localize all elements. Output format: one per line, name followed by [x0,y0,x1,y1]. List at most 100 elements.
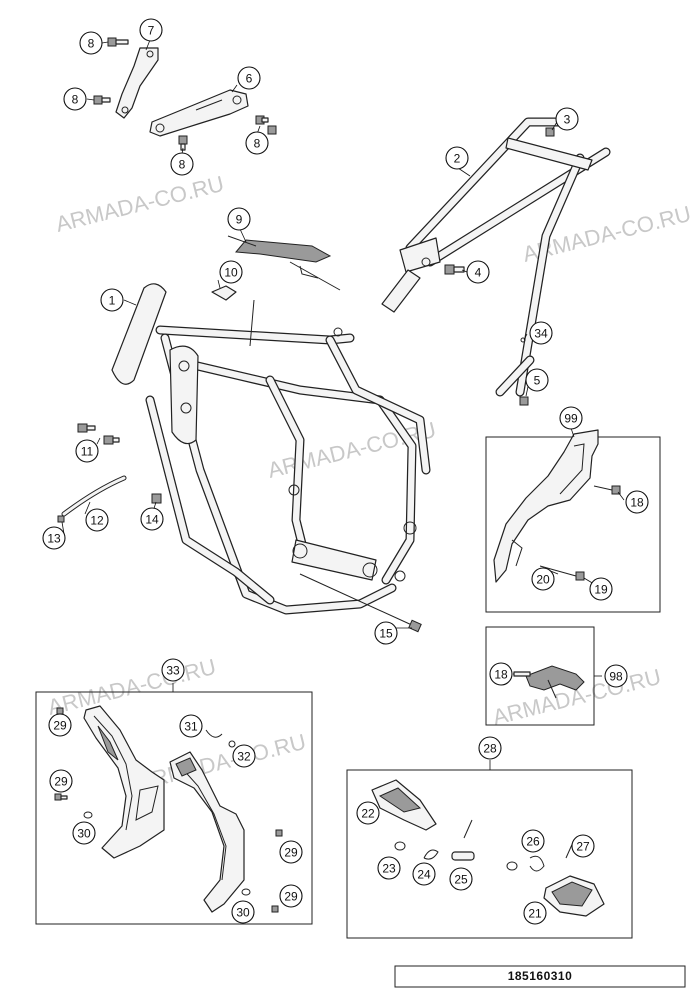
callout-29: 29 [279,840,303,864]
clip-10 [211,285,237,301]
callout-label: 33 [166,664,180,678]
bracket-9 [227,235,341,291]
frame-guard-left [83,705,165,859]
callout-label: 31 [184,720,198,734]
callout-label: 12 [90,514,104,528]
callout-circle [604,664,628,688]
callout-34: 34 [529,321,553,345]
callout-circle [100,288,124,312]
callout-label: 13 [47,532,61,546]
callout-30: 30 [231,900,255,924]
callout-circle [589,577,613,601]
callout-circle [72,821,96,845]
callout-31: 31 [179,714,203,738]
callout-circle [559,406,583,430]
callout-circle [374,621,398,645]
callout-circle [466,260,490,284]
screw-5 [519,396,529,406]
callout-label: 25 [454,873,468,887]
callout-circle [79,31,103,55]
callout-2: 2 [445,146,469,170]
nut-14 [151,493,162,504]
callout-circle [529,321,553,345]
callout-label: 15 [379,627,393,641]
callout-18: 18 [489,662,513,686]
callout-13: 13 [42,526,66,550]
callout-22: 22 [356,801,380,825]
callout-8: 8 [170,152,194,176]
callout-circle [356,801,380,825]
callout-label: 29 [284,890,298,904]
screw-4 [444,264,465,275]
frame-guard-right [169,751,245,913]
callout-circle [140,507,164,531]
callout-circle [412,862,436,886]
callout-circle [75,439,99,463]
callout-circle [231,900,255,924]
callout-label: 8 [72,93,79,107]
bracket-6 [149,89,249,137]
frame-1 [111,283,431,615]
box-33 [35,691,313,925]
callout-8: 8 [245,131,269,155]
footrest-21 [543,875,605,917]
callout-label: 1 [109,294,116,308]
callout-label: 6 [246,72,253,86]
footrest-hardware [394,819,575,872]
callout-label: 27 [576,840,590,854]
callout-29: 29 [48,713,72,737]
callout-19: 19 [589,577,613,601]
watermark: ARMADA-CO.RU [45,654,218,720]
callout-26: 26 [521,829,545,853]
callout-circle [85,508,109,532]
callout-99: 99 [559,406,583,430]
callout-23: 23 [377,856,401,880]
callout-label: 8 [88,37,95,51]
footrest-22 [371,779,437,831]
callout-circle [245,131,269,155]
box-28 [346,769,633,939]
callout-circle [571,834,595,858]
callout-circle [63,87,87,111]
callout-circle [279,840,303,864]
callout-10: 10 [219,260,243,284]
callout-15: 15 [374,621,398,645]
screw-8 [93,37,277,151]
callout-33: 33 [161,658,185,682]
callout-circle [219,260,243,284]
callout-12: 12 [85,508,109,532]
callout-29: 29 [279,884,303,908]
callout-label: 29 [284,846,298,860]
callout-21: 21 [523,901,547,925]
callout-circle [377,856,401,880]
callout-label: 5 [534,374,541,388]
callout-label: 22 [361,807,375,821]
callout-label: 30 [77,827,91,841]
subframe-2 [381,117,611,397]
callout-circle [489,662,513,686]
callout-label: 20 [536,573,550,587]
callout-20: 20 [531,567,555,591]
callout-98: 98 [604,664,628,688]
callout-circle [170,152,194,176]
callout-circle [523,901,547,925]
callout-circle [445,146,469,170]
callout-label: 19 [594,583,608,597]
callout-label: 11 [81,445,94,459]
callout-circle [279,884,303,908]
callout-circle [478,736,502,760]
callout-label: 18 [494,668,508,682]
callout-24: 24 [412,862,436,886]
callout-label: 34 [534,327,548,341]
callout-circle [179,714,203,738]
drawing-number: 185160310 [508,969,573,983]
guard-hardware [54,707,283,913]
callout-label: 7 [148,24,155,38]
callout-circle [49,769,73,793]
callout-label: 3 [564,113,571,127]
callout-label: 99 [564,412,578,426]
callout-14: 14 [140,507,164,531]
callout-circle [525,368,549,392]
